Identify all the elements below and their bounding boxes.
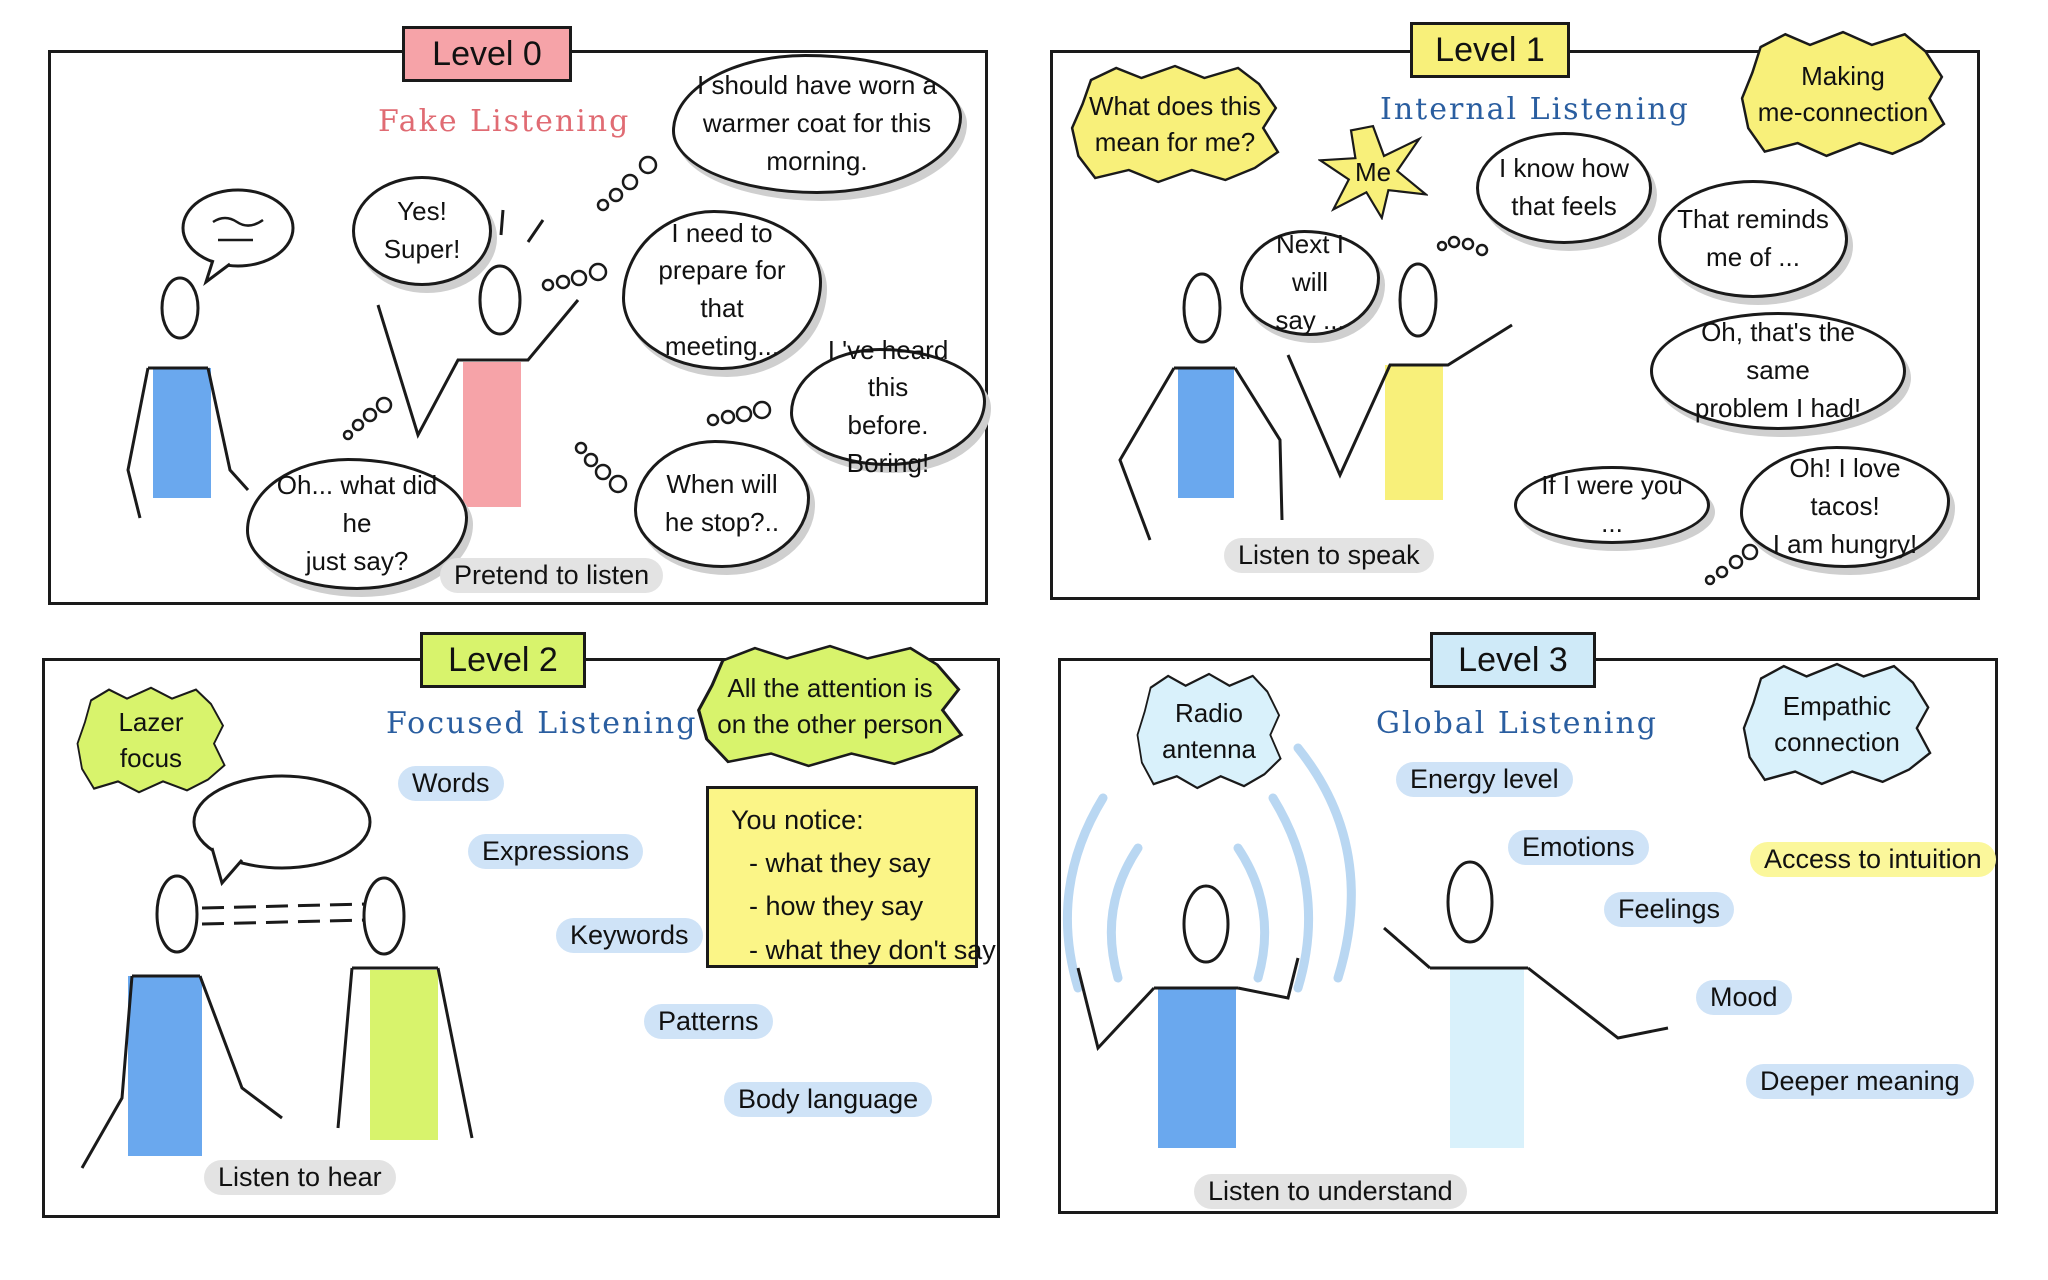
bubble-know-feels: I know how that feels	[1476, 132, 1652, 244]
level-1-caption: Listen to speak	[1224, 538, 1434, 573]
burst-attention-text: All the attention is on the other person	[717, 672, 943, 739]
access-intuition: Access to intuition	[1750, 842, 1996, 877]
level-2-title: Focused Listening	[386, 706, 698, 741]
thought-what: Oh... what did he just say?	[246, 458, 468, 590]
burst-shape	[697, 644, 964, 768]
word-deeper-meaning: Deeper meaning	[1746, 1064, 1974, 1099]
burst-empathic-text: Empathic connection	[1774, 690, 1900, 757]
level-0-figures	[126, 155, 772, 519]
bubble-if-text: If I were you ...	[1541, 470, 1683, 538]
thought-coat: I should have worn a warmer coat for thi…	[672, 54, 962, 194]
person-lightblue	[1383, 860, 1669, 1148]
bubble-same-text: Oh, that's the same problem I had!	[1694, 317, 1862, 423]
level-2-caption: Listen to hear	[204, 1160, 396, 1195]
level-2-tag: Level 2	[420, 632, 586, 688]
word-keywords: Keywords	[556, 918, 703, 953]
person-blue-antenna	[1076, 884, 1300, 1148]
speech-bubble-scribble	[181, 188, 295, 287]
word-emotions: Emotions	[1508, 830, 1649, 865]
bubble-reminds-text: That reminds me of ...	[1677, 204, 1829, 272]
thought-stop-text: When will he stop?..	[664, 469, 780, 537]
thought-boring: I 've heard this before. Boring!	[790, 335, 986, 478]
note-item: - what they say	[749, 848, 931, 879]
person-blue	[1118, 272, 1284, 541]
level-3-figures	[1062, 743, 1669, 1148]
burst-radio-antenna: Radio antenna	[1136, 672, 1282, 790]
bubble-same-problem: Oh, that's the same problem I had!	[1650, 312, 1906, 430]
bubble-if-were-you: If I were you ...	[1514, 466, 1710, 544]
burst-shape	[1070, 64, 1280, 184]
star-shape	[1318, 124, 1428, 220]
thought-meeting-text: I need to prepare for that meeting...	[658, 217, 786, 361]
word-mood: Mood	[1696, 980, 1792, 1015]
note-item: - what they don't say	[749, 934, 996, 965]
person-yellow	[1286, 262, 1513, 500]
burst-radio-text: Radio antenna	[1162, 697, 1256, 764]
burst-what-mean: What does this mean for me?	[1070, 64, 1280, 184]
thought-meeting: I need to prepare for that meeting...	[622, 210, 822, 370]
bubble-reminds: That reminds me of ...	[1658, 180, 1848, 298]
person-blue	[126, 276, 250, 519]
person-pink	[376, 209, 580, 507]
speech-bubble-empty	[192, 774, 372, 887]
level-3-tag: Level 3	[1430, 632, 1596, 688]
thought-dots	[342, 155, 772, 494]
yes-super-text: Yes! Super!	[383, 196, 461, 264]
burst-making-text: Making me-connection	[1757, 60, 1929, 127]
word-body-language: Body language	[724, 1082, 933, 1117]
burst-empathic: Empathic connection	[1742, 662, 1932, 786]
note-item: - how they say	[749, 891, 924, 922]
notice-note: You notice: - what they say - how they s…	[706, 786, 996, 968]
thought-boring-text: I 've heard this before. Boring!	[827, 334, 949, 478]
thought-tacos: Oh! I love tacos! I am hungry!	[1740, 446, 1950, 568]
word-expressions: Expressions	[468, 834, 644, 869]
word-feelings: Feelings	[1604, 892, 1735, 927]
person-green	[336, 876, 474, 1140]
thought-what-text: Oh... what did he just say?	[276, 470, 438, 576]
thought-next-say: Next I will say ...	[1240, 229, 1380, 336]
burst-attention: All the attention is on the other person	[696, 644, 964, 768]
bubble-know-text: I know how that feels	[1498, 153, 1630, 221]
level-1-title: Internal Listening	[1380, 92, 1690, 127]
burst-shape	[1742, 662, 1932, 786]
burst-lazer-text: Lazer focus	[118, 706, 184, 773]
radio-waves	[1062, 743, 1356, 993]
word-patterns: Patterns	[644, 1004, 773, 1039]
level-0-tag: Level 0	[402, 26, 572, 82]
level-1-tag: Level 1	[1410, 22, 1570, 78]
level-3-caption: Listen to understand	[1194, 1174, 1467, 1209]
burst-shape	[1136, 672, 1282, 790]
eye-contact-lines	[201, 902, 368, 926]
burst-shape	[1740, 30, 1946, 158]
thought-coat-text: I should have worn a warmer coat for thi…	[697, 70, 937, 176]
level-1-figures	[1118, 235, 1759, 586]
level-2-figures	[80, 774, 474, 1169]
burst-shape	[76, 686, 226, 794]
yes-super-bubble: Yes! Super!	[352, 176, 492, 286]
thought-tacos-text: Oh! I love tacos! I am hungry!	[1772, 453, 1918, 559]
person-blue	[80, 874, 283, 1169]
burst-me-text: Me	[1354, 156, 1392, 187]
level-0-title: Fake Listening	[378, 104, 631, 139]
note-title: You notice:	[731, 805, 864, 835]
level-3-title: Global Listening	[1376, 706, 1659, 741]
thought-next-text: Next I will say ...	[1275, 229, 1345, 335]
thought-stop: When will he stop?..	[634, 440, 810, 568]
burst-making-connection: Making me-connection	[1740, 30, 1946, 158]
word-energy-level: Energy level	[1396, 762, 1573, 797]
word-words: Words	[398, 766, 504, 801]
thought-dots	[1436, 235, 1759, 586]
burst-me: Me	[1318, 124, 1428, 220]
burst-what-mean-text: What does this mean for me?	[1089, 90, 1261, 157]
level-0-caption: Pretend to listen	[440, 558, 664, 593]
burst-lazer-focus: Lazer focus	[76, 686, 226, 794]
